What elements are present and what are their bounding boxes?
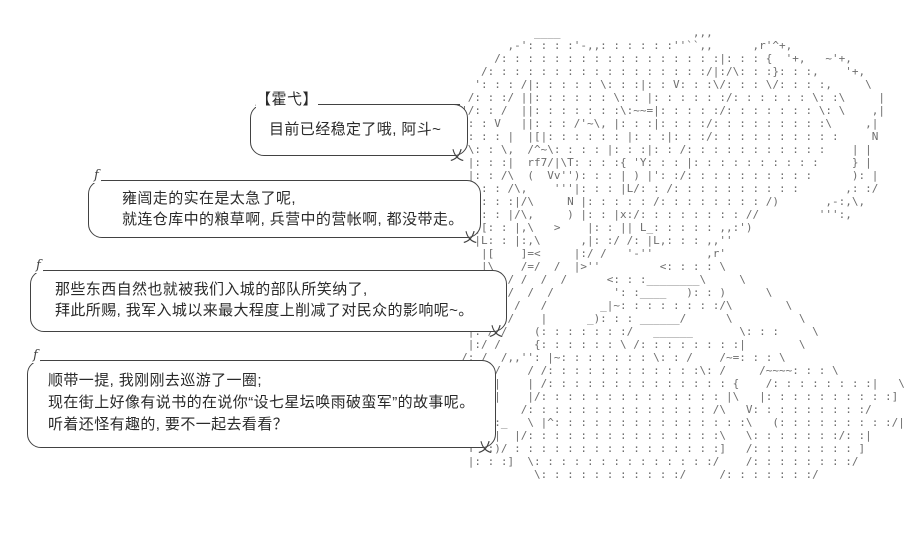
name-label-underline — [320, 104, 460, 105]
bubble-line: 目前已经稳定了哦, 阿斗~ — [269, 121, 442, 138]
bubble-line: 现在街上好像有说书的在说你“设七星坛唤雨破蛮军”的故事呢。 — [48, 394, 475, 411]
speech-bubble-2: f 雍闿走的实在是太急了呢, 就连仓库中的粮草啊, 兵营中的营帐啊, 都没带走。… — [88, 168, 481, 245]
bubble-line: 雍闿走的实在是太急了呢, — [122, 190, 296, 207]
bubble-tail-glyph: 乂 — [450, 147, 464, 163]
bubble-line: 听着还怪有趣的, 要不一起去看看？ — [48, 416, 289, 433]
speaker-name-label: 【霍弋】 — [256, 88, 319, 109]
speech-bubble-4: f 顺带一提, 我刚刚去巡游了一圈; 现在街上好像有说书的在说你“设七星坛唤雨破… — [27, 348, 496, 455]
speech-bubble-1: f 目前已经稳定了哦, 阿斗~ 乂 — [250, 92, 468, 163]
bubble-tail-glyph: 乂 — [489, 323, 503, 339]
bubble-line: 顺带一提, 我刚刚去巡游了一圈; — [48, 372, 262, 389]
bubble-line: 那些东西自然也就被我们入城的部队所笑纳了, — [55, 281, 368, 298]
bubble-tail-glyph: 乂 — [478, 439, 492, 455]
speech-bubble-3: f 那些东西自然也就被我们入城的部队所笑纳了, 拜此所赐, 我军入城以来最大程度… — [30, 258, 507, 339]
ascii-art-character: ____ ,,, ,-': : : :'-,,: : : : : :''``,,… — [428, 26, 905, 481]
bubble-corner-glyph: f — [31, 348, 40, 363]
bubble-line: 拜此所赐, 我军入城以来最大程度上削减了对民众的影响呢~。 — [55, 302, 474, 319]
bubble-corner-glyph: f — [92, 168, 101, 183]
bubble-line: 就连仓库中的粮草啊, 兵营中的营帐啊, 都没带走。 — [122, 211, 464, 228]
bubble-corner-glyph: f — [34, 258, 43, 273]
bubble-tail-glyph: 乂 — [463, 229, 477, 245]
